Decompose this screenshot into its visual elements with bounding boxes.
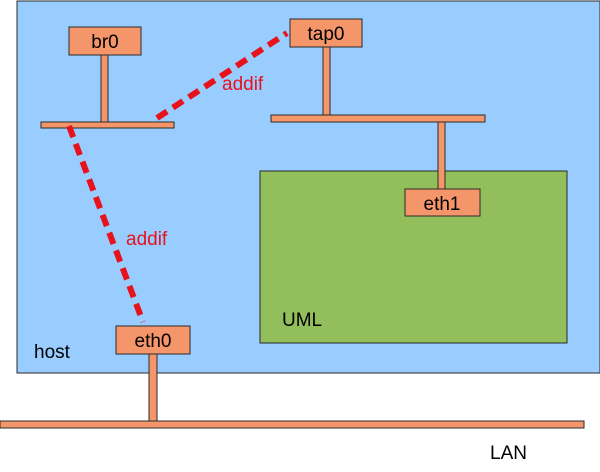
addif-label-br0-tap0: addif <box>222 74 264 95</box>
lan-bus <box>0 420 585 429</box>
host-label: host <box>34 342 71 363</box>
uml-label: UML <box>282 310 322 331</box>
addif-link-br0-eth0 <box>66 124 146 324</box>
eth0-label: eth0 <box>135 331 172 352</box>
eth1-box <box>404 188 481 217</box>
br0-stem <box>100 54 109 123</box>
br0-box <box>68 26 142 56</box>
tap0-stem <box>322 46 331 116</box>
lan-label: LAN <box>490 443 527 464</box>
addif-link-br0-tap0 <box>155 30 289 121</box>
tap0-box <box>289 18 363 48</box>
br0-label: br0 <box>91 32 118 53</box>
addif-label-br0-eth0: addif <box>126 229 168 250</box>
tap0-label: tap0 <box>308 24 345 45</box>
eth0-stem <box>148 353 158 422</box>
tap0-bus <box>270 114 486 123</box>
eth1-label: eth1 <box>424 194 461 215</box>
br0-bus <box>40 121 175 129</box>
eth0-box <box>115 325 191 355</box>
eth1-stem <box>437 121 446 190</box>
